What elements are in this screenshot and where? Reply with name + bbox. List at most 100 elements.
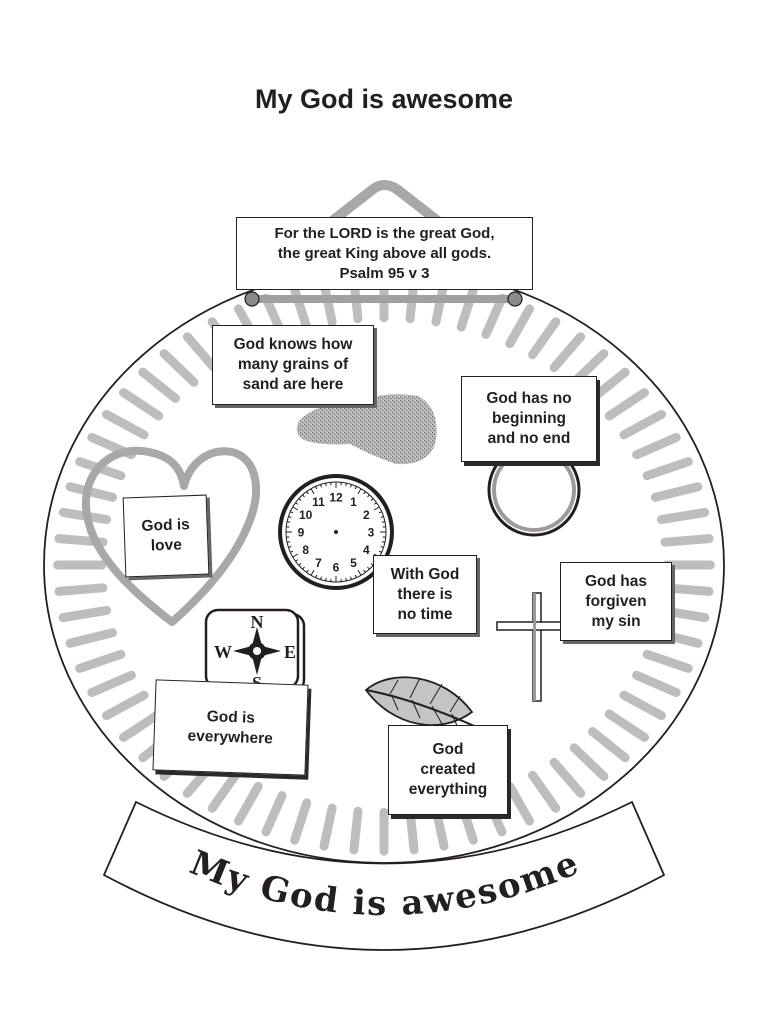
card-created-line: everything: [408, 781, 488, 798]
clock-tick: [290, 550, 294, 553]
rim-spoke: [619, 690, 667, 721]
rim-spoke: [528, 770, 561, 813]
sand-pile: [296, 394, 437, 465]
clock-tick: [357, 488, 362, 495]
rim-spoke: [549, 757, 586, 798]
rim-spoke: [101, 690, 149, 721]
card-sand-line: God knows how: [233, 336, 353, 353]
rim-spoke: [660, 534, 714, 547]
card-sand-line: many grains of: [237, 356, 349, 373]
clock-tick: [292, 553, 299, 558]
card-created-line: God: [432, 741, 464, 758]
clock-tick: [381, 541, 386, 543]
rim-spoke: [632, 432, 681, 460]
card-time-line: no time: [397, 605, 453, 623]
rim-spoke: [505, 781, 534, 826]
clock-tick: [298, 498, 302, 501]
card-time-line: there is: [397, 585, 453, 603]
clock-number: 4: [363, 543, 370, 557]
rim-spoke: [159, 349, 199, 387]
card-love-line: God is: [141, 516, 191, 535]
clock-tick: [363, 491, 366, 495]
compass-icon: N E S W: [204, 608, 306, 694]
clock-tick: [378, 550, 382, 553]
rim-spoke: [642, 649, 693, 673]
clock-number: 2: [363, 508, 370, 522]
clock-number: 10: [299, 508, 313, 522]
verse-card: For the LORD is the great God, the great…: [236, 217, 533, 290]
clock-tick: [320, 576, 322, 580]
rim-spoke: [642, 457, 693, 481]
rim-spoke: [549, 332, 586, 373]
card-beginning: God has no beginning and no end: [461, 376, 597, 462]
card-everywhere-line: God is: [206, 707, 256, 727]
card-forgiven: God has forgiven my sin: [560, 562, 672, 641]
clock-tick: [306, 491, 309, 495]
rim-spoke: [87, 670, 136, 698]
clock-tick: [315, 486, 318, 490]
clock-tick: [298, 563, 302, 566]
card-forgiven-line: God has: [584, 572, 647, 590]
rim-spoke: [65, 628, 118, 648]
clock-number: 6: [333, 561, 340, 575]
rim-spoke: [650, 482, 703, 502]
rim-spoke: [65, 482, 118, 502]
clock-tick: [345, 577, 347, 582]
compass-east: E: [284, 642, 296, 662]
rim-spoke: [58, 605, 112, 623]
card-sand: God knows how many grains of sand are he…: [212, 325, 374, 405]
verse-reference: Psalm 95 v 3: [339, 264, 430, 282]
clock-number: 11: [312, 495, 325, 509]
rim-spoke: [138, 367, 180, 403]
clock-tick: [350, 484, 352, 488]
clock-tick: [350, 576, 352, 580]
clock-tick: [380, 546, 384, 548]
clock-number: 3: [368, 526, 375, 540]
card-love-line: love: [150, 536, 183, 555]
rim-spoke: [182, 332, 219, 373]
clock-tick: [373, 502, 377, 505]
rim-spoke: [319, 803, 337, 851]
clock-tick: [380, 516, 384, 518]
banner-ribbon: [102, 800, 666, 951]
rim-spoke: [261, 791, 287, 837]
clock-tick: [315, 574, 318, 578]
card-time-line: With God: [390, 565, 460, 583]
clock-tick: [295, 559, 299, 562]
card-time: With God there is no time: [373, 555, 477, 634]
page-title: My God is awesome: [254, 84, 514, 114]
card-beginning-line: God has no: [486, 390, 572, 407]
clock-tick: [373, 506, 380, 511]
clock-tick: [325, 482, 327, 487]
clock-tick: [288, 546, 292, 548]
compass-north: N: [251, 612, 264, 632]
clock-number: 12: [329, 491, 343, 505]
card-forgiven-line: forgiven: [585, 592, 647, 610]
rim-spoke: [660, 583, 714, 596]
card-created-line: created: [420, 761, 476, 778]
card-created: God created everything: [388, 725, 508, 815]
verse-line-2: the great King above all gods.: [277, 244, 492, 262]
rim-spoke: [481, 293, 507, 339]
clock-tick: [320, 484, 322, 488]
rim-spoke: [101, 409, 149, 440]
rim-spoke: [528, 317, 561, 360]
bar-knob-right: [507, 291, 523, 307]
clock-tick: [345, 482, 347, 487]
plate-rim-spokes: [53, 274, 715, 856]
rim-spoke: [604, 709, 649, 742]
rim-spoke: [207, 770, 240, 813]
bar-knob-left: [244, 291, 260, 307]
clock-tick: [295, 502, 299, 505]
rim-spoke: [569, 743, 609, 781]
clock-number: 1: [350, 495, 357, 509]
rim-spoke: [604, 388, 649, 421]
rim-spoke: [349, 806, 363, 855]
clock-number: 5: [350, 556, 357, 570]
clock-tick: [310, 488, 315, 495]
clock-tick: [325, 577, 327, 582]
card-everywhere-line: everywhere: [187, 727, 274, 747]
clock-tick: [288, 516, 292, 518]
